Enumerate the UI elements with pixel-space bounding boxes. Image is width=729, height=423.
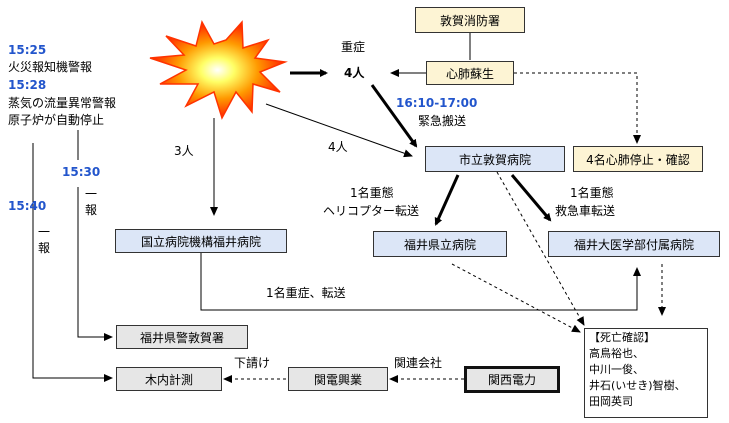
arrow-pref-to-death [451, 263, 581, 333]
time-1540: 15:40 [8, 199, 47, 213]
death-name: 中川一俊、 [589, 363, 644, 376]
report-label-a: 一報 [84, 187, 97, 217]
arrow-explosion-to-tsuruga [265, 103, 413, 158]
arrow-1540-to-kiuchi [32, 143, 113, 382]
kansai-electric-box: 関西電力 [464, 366, 560, 393]
cardiac-arrest-box: 4名心肺停止・確認 [573, 146, 703, 172]
severe-label: 重症 [341, 40, 366, 54]
kiuchi-box: 木内計測 [116, 367, 222, 391]
ambulance-label-2: 救急車転送 [555, 204, 616, 218]
heli-label-1: 1名重態 [350, 186, 394, 200]
four-people-b-label: 4人 [328, 140, 348, 154]
time-1528: 15:28 [8, 78, 47, 92]
national-hospital-box: 国立病院機構福井病院 [115, 229, 287, 253]
transport-time: 16:10-17:00 [396, 96, 478, 110]
reactor-stop-label: 原子炉が自動停止 [8, 113, 105, 127]
univ-hospital-box: 福井大医学部付属病院 [548, 231, 720, 257]
subcontract-label: 下請け [234, 356, 271, 370]
death-name: 田岡英司 [589, 395, 633, 408]
kanden-kogyo-box: 関電興業 [288, 367, 388, 391]
death-name: 井石(いせき)智樹、 [589, 379, 686, 392]
three-people-label: 3人 [174, 144, 194, 158]
time-1525: 15:25 [8, 43, 47, 57]
death-confirmation-title: 【死亡確認】 [589, 331, 655, 344]
time-1530: 15:30 [62, 165, 101, 179]
police-box: 福井県警敦賀署 [116, 325, 248, 349]
death-name: 高鳥裕也、 [589, 347, 644, 360]
affiliate-label: 関連会社 [394, 356, 443, 370]
arrow-tsuruga-to-univ [510, 174, 552, 222]
fire-dept-box: 敦賀消防署 [415, 7, 525, 33]
heli-label-2: ヘリコプター転送 [323, 204, 420, 218]
arrow-cpr-to-arrest [514, 72, 641, 144]
steam-alarm-label: 蒸気の流量異常警報 [8, 96, 117, 110]
report-label-b: 一報 [37, 225, 50, 255]
arrow-national-to-univ [200, 252, 641, 311]
four-people-label: 4人 [344, 66, 365, 80]
ambulance-label-1: 1名重態 [570, 186, 614, 200]
severe-transfer-label: 1名重症、転送 [266, 286, 346, 300]
fire-alarm-label: 火災報知機警報 [8, 60, 93, 74]
arrow-1530-to-police [77, 187, 113, 341]
explosion-icon [149, 19, 288, 120]
arrow-severe-to-tsuruga [370, 84, 418, 148]
arrow-tsuruga-to-death [496, 171, 585, 326]
pref-hospital-box: 福井県立病院 [373, 231, 507, 257]
emergency-transport-label: 緊急搬送 [418, 114, 467, 128]
death-confirmation-box: 【死亡確認】 高鳥裕也、 中川一俊、 井石(いせき)智樹、 田岡英司 [584, 328, 708, 418]
tsuruga-hospital-box: 市立敦賀病院 [425, 146, 565, 172]
cpr-box: 心肺蘇生 [426, 61, 514, 85]
arrow-tsuruga-to-pref [434, 174, 460, 226]
